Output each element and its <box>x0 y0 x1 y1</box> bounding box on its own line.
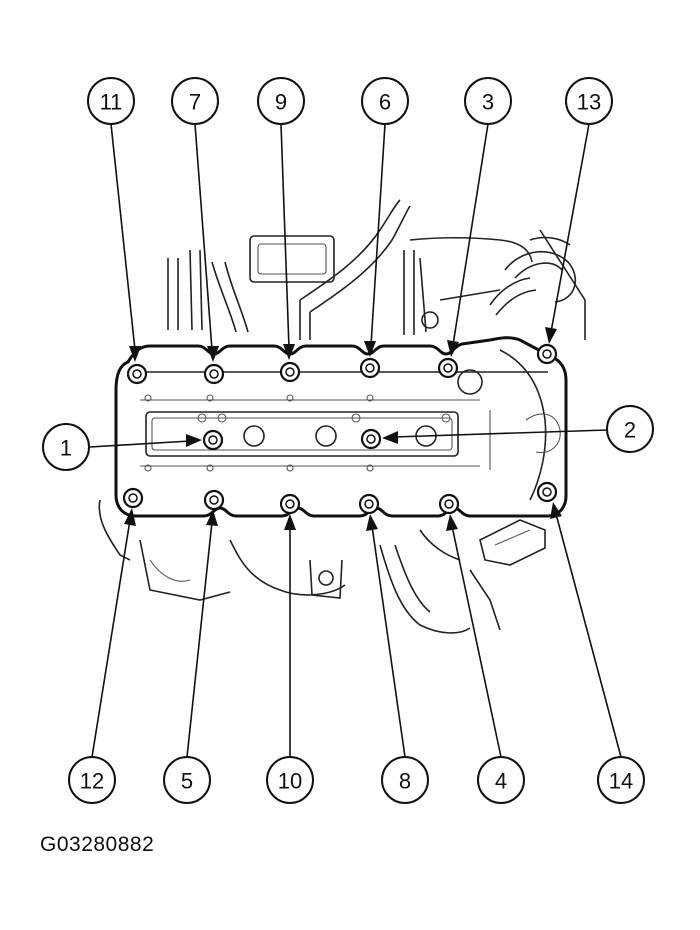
callout-label: 3 <box>482 90 494 115</box>
callout-label: 1 <box>60 436 72 461</box>
bolt-bottom-10 <box>279 493 301 515</box>
callout-label: 9 <box>275 90 287 115</box>
bolt-top-9 <box>279 361 301 383</box>
bolt-top-11 <box>126 363 148 385</box>
leader-lines <box>89 123 622 758</box>
valve-cover-bolts <box>122 343 558 515</box>
figure-id-label: G03280882 <box>40 833 155 856</box>
bolt-bottom-14 <box>536 481 558 503</box>
callout-label: 11 <box>100 90 123 115</box>
bolt-center-2 <box>360 428 382 450</box>
bolt-top-3 <box>437 357 459 379</box>
callout-label: 8 <box>399 769 411 794</box>
callout-top-13: 13 <box>565 77 613 125</box>
callout-top-9: 9 <box>257 77 305 125</box>
callout-label: 14 <box>609 769 633 794</box>
bolt-top-7 <box>203 363 225 385</box>
callout-bottom-4: 4 <box>477 756 525 804</box>
callout-left-1: 1 <box>42 423 90 471</box>
bolt-bottom-4 <box>438 493 460 515</box>
callout-bottom-8: 8 <box>381 756 429 804</box>
callout-bottom-5: 5 <box>163 756 211 804</box>
callout-right-2: 2 <box>606 405 654 453</box>
bolt-top-6 <box>359 357 381 379</box>
callout-label: 13 <box>577 90 601 115</box>
callout-label: 4 <box>495 769 507 794</box>
callout-top-7: 7 <box>171 77 219 125</box>
bolt-center-1 <box>202 429 224 451</box>
callout-top-6: 6 <box>361 77 409 125</box>
callout-label: 7 <box>189 90 201 115</box>
bolt-bottom-8 <box>358 493 380 515</box>
callout-label: 2 <box>624 418 636 443</box>
callout-label: 10 <box>278 769 302 794</box>
callout-label: 5 <box>181 769 193 794</box>
callout-label: 6 <box>379 90 391 115</box>
callout-label: 12 <box>80 769 104 794</box>
callout-bottom-14: 14 <box>597 756 645 804</box>
bolt-bottom-5 <box>203 489 225 511</box>
engine-background-linework <box>98 199 586 634</box>
callout-bottom-12: 12 <box>68 756 116 804</box>
callout-top-11: 11 <box>87 77 135 125</box>
valve-cover <box>114 336 568 518</box>
bolt-top-13 <box>536 343 558 365</box>
bolt-bottom-12 <box>122 487 144 509</box>
callout-bottom-10: 10 <box>266 756 314 804</box>
callout-top-3: 3 <box>464 77 512 125</box>
